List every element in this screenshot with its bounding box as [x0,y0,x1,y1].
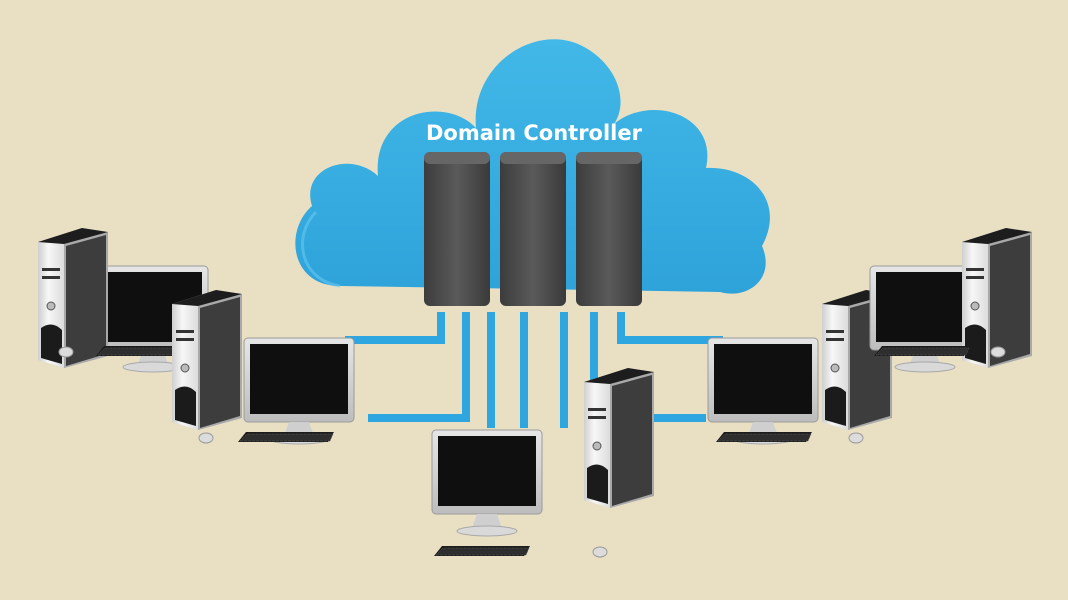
pc-tower-icon [37,227,109,369]
domain-controller-servers [424,152,642,306]
keyboard-icon [873,345,971,357]
monitor-icon [243,337,355,445]
link-left-lower-h [368,414,466,422]
link-center-mid [520,312,528,428]
link-right-lower-v [590,312,598,422]
mouse-icon [592,546,608,558]
workstation-far-right [869,227,1033,373]
cloud-label: Domain Controller [426,121,643,145]
link-left-lower-v [462,312,470,422]
server-unit-3 [576,152,642,306]
monitor-icon [707,337,819,445]
pc-tower-icon [583,367,655,509]
mouse-icon [58,346,74,358]
network-links [345,312,723,428]
link-right-upper-h [617,336,723,344]
keyboard-icon [715,431,813,443]
monitor-icon [431,429,543,537]
link-left-upper-v [437,312,445,344]
mouse-icon [198,432,214,444]
link-center-left [487,312,495,428]
server-unit-2 [500,152,566,306]
keyboard-icon [237,431,335,443]
link-right-upper-v [617,312,625,344]
keyboard-icon [433,545,531,557]
server-unit-1 [424,152,490,306]
mouse-icon [848,432,864,444]
mouse-icon [990,346,1006,358]
link-center-right [560,312,568,428]
workstation-left [171,289,355,445]
pc-tower-icon [171,289,243,431]
link-left-upper-h [345,336,437,344]
workstation-right [707,289,893,445]
